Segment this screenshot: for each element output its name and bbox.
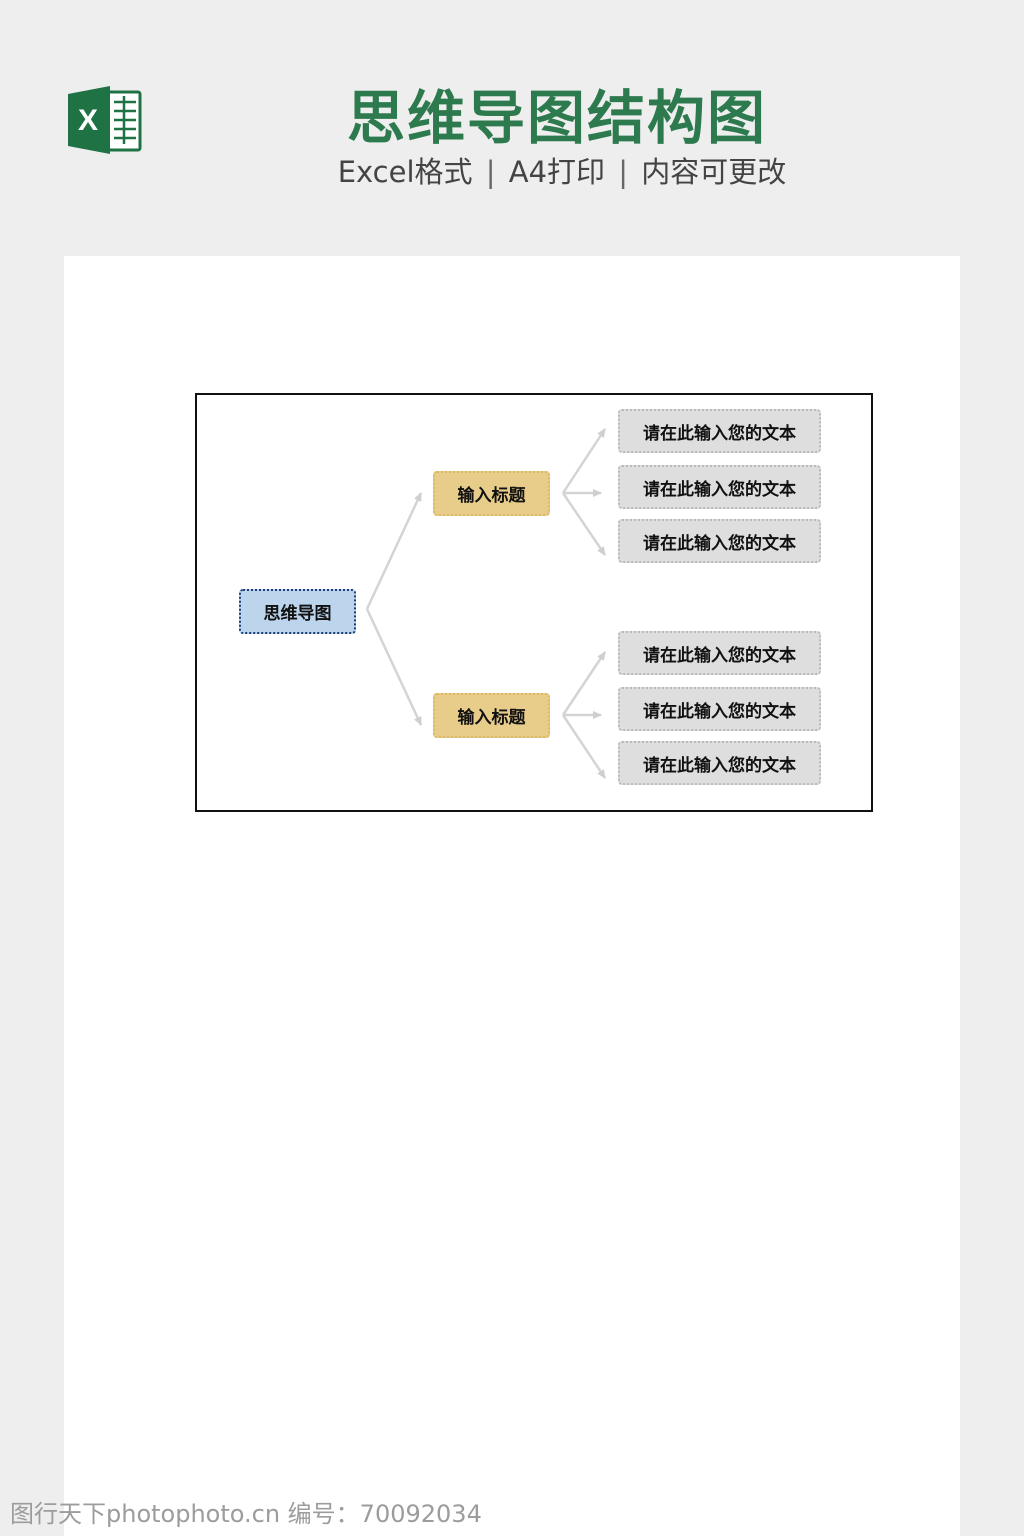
- subtitle-separator: |: [485, 155, 496, 189]
- connector-topic2-leaf3: [561, 714, 607, 779]
- connector-lines: [365, 428, 607, 779]
- connector-root-topic1: [365, 492, 423, 610]
- page-title: 思维导图结构图: [346, 84, 767, 152]
- paper-sheet: 思维导图 输入标题 输入标题 请在此输入您的文本 请在此输入您的文本 请在此输入…: [64, 256, 960, 1536]
- connector-topic1-leaf1: [561, 428, 607, 494]
- excel-logo-icon: X: [68, 86, 142, 154]
- svg-text:X: X: [78, 104, 98, 137]
- leaf-node-2-3: 请在此输入您的文本: [618, 741, 821, 785]
- subtitle-print: A4打印: [508, 155, 606, 189]
- subtitle-separator: |: [618, 155, 629, 189]
- topic-node-1: 输入标题: [433, 471, 550, 516]
- subtitle-format: Excel格式: [337, 155, 473, 189]
- subtitle-editable: 内容可更改: [641, 155, 787, 189]
- leaf-node-1-2: 请在此输入您的文本: [618, 465, 821, 509]
- mindmap-frame: 思维导图 输入标题 输入标题 请在此输入您的文本 请在此输入您的文本 请在此输入…: [195, 393, 873, 812]
- page-subtitle: Excel格式 | A4打印 | 内容可更改: [0, 152, 1024, 192]
- leaf-node-1-3: 请在此输入您的文本: [618, 519, 821, 563]
- leaf-node-2-1: 请在此输入您的文本: [618, 631, 821, 675]
- watermark-text: 图行天下photophoto.cn 编号：70092034: [10, 1500, 482, 1528]
- topic-node-2: 输入标题: [433, 693, 550, 738]
- connector-topic1-leaf3: [561, 492, 607, 556]
- leaf-node-2-2: 请在此输入您的文本: [618, 687, 821, 731]
- root-node: 思维导图: [239, 589, 356, 634]
- connector-root-topic2: [365, 608, 423, 726]
- connector-topic2-leaf1: [561, 651, 607, 716]
- leaf-node-1-1: 请在此输入您的文本: [618, 409, 821, 453]
